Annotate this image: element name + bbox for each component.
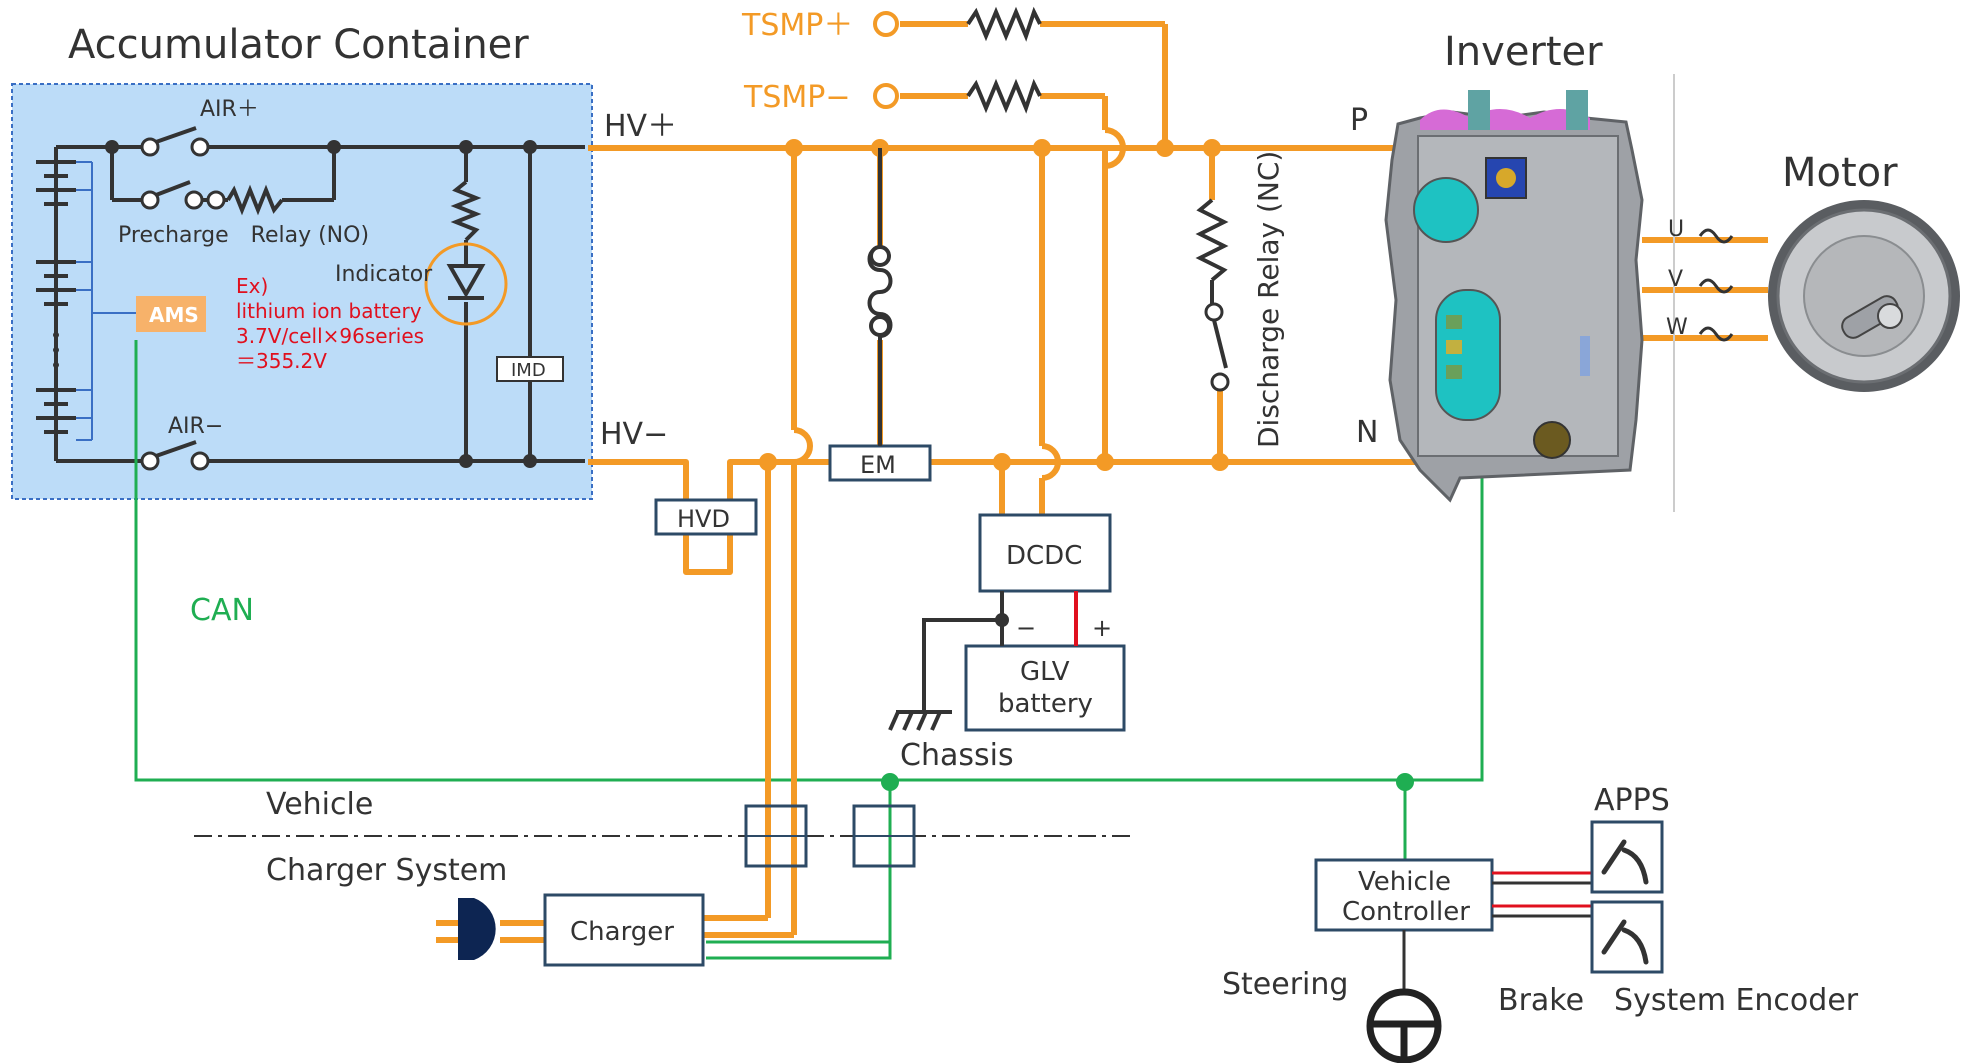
battery-note-line1: Ex) — [236, 274, 268, 298]
battery-stack-icon — [36, 160, 76, 434]
inverter-n-label: N — [1356, 415, 1378, 450]
cell-sense-lines — [76, 161, 136, 441]
steering-wheel-icon — [1366, 988, 1442, 1063]
can-label: CAN — [190, 593, 254, 628]
phase-w-label: W — [1666, 315, 1688, 340]
tsmp-minus-label: TSMP− — [743, 80, 850, 115]
ac-wave-icons — [1698, 228, 1734, 342]
charger-plug-icon — [458, 898, 496, 960]
hv-minus-label: HV− — [600, 417, 668, 452]
charger-box — [543, 893, 705, 967]
ams-label: AMS — [149, 303, 199, 327]
glv-battery-box — [964, 644, 1126, 732]
indicator-led-icon — [424, 242, 508, 326]
glv-battery-label-2: battery — [998, 689, 1093, 719]
air-plus-label: AIR＋ — [200, 97, 259, 122]
vehicle-controller-label-2: Controller — [1342, 897, 1470, 927]
discharge-resistor — [1195, 198, 1229, 282]
accumulator-container-box — [11, 83, 593, 500]
battery-note-line4: ＝355.2V — [236, 349, 327, 373]
precharge-switch — [140, 180, 226, 210]
tsmp-minus-resistor — [966, 78, 1042, 114]
discharge-relay-switch — [1204, 280, 1230, 392]
ams-box — [136, 296, 206, 332]
charger-system-label: Charger System — [266, 853, 507, 888]
imd-box — [496, 356, 564, 382]
battery-dots — [53, 332, 59, 368]
hvd-label: HVD — [677, 505, 730, 533]
motor-title: Motor — [1782, 150, 1898, 196]
tsmp-plus-resistor — [966, 6, 1042, 42]
precharge-resistor — [226, 184, 284, 216]
inverter-unit-icon — [1384, 90, 1644, 503]
dcdc-box — [978, 513, 1112, 593]
air-plus-switch — [140, 126, 210, 157]
apps-sensor-box — [1590, 820, 1664, 894]
inverter-title: Inverter — [1444, 29, 1603, 75]
indicator-resistor — [450, 180, 482, 242]
brake-sensor-box — [1590, 900, 1664, 974]
battery-note-line2: lithium ion battery — [236, 299, 422, 323]
apps-pedal-icon — [1601, 839, 1649, 885]
apps-label: APPS — [1594, 783, 1670, 818]
inverter-p-label: P — [1350, 103, 1368, 138]
accumulator-container-title: Accumulator Container — [68, 22, 529, 68]
motor-icon — [1768, 200, 1960, 392]
indicator-label: Indicator — [335, 262, 433, 287]
container-junctions — [105, 140, 537, 468]
tsmp-plus-terminal — [873, 11, 899, 37]
precharge-relay-label: Precharge Relay (NO) — [118, 223, 369, 248]
tsmp-plus-label: TSMP＋ — [741, 8, 853, 43]
charger-label: Charger — [570, 917, 674, 947]
em-label: EM — [860, 451, 896, 479]
phase-u-label: U — [1668, 217, 1684, 242]
glv-battery-label-1: GLV — [1020, 657, 1070, 687]
chassis-label: Chassis — [900, 738, 1014, 773]
vehicle-controller-box — [1314, 858, 1494, 932]
phase-v-label: V — [1668, 267, 1683, 292]
hv-plus-label: HV＋ — [604, 109, 677, 144]
dcdc-label: DCDC — [1006, 541, 1082, 571]
battery-note-line3: 3.7V/cell×96series — [236, 324, 424, 348]
can-junctions — [881, 773, 1414, 791]
air-minus-switch — [140, 440, 210, 471]
steering-label: Steering — [1222, 967, 1348, 1002]
vehicle-controller-label-1: Vehicle — [1358, 867, 1451, 897]
discharge-relay-label: Discharge Relay (NC) — [1252, 151, 1285, 448]
glv-minus-label: − — [1016, 614, 1036, 642]
vehicle-label: Vehicle — [266, 787, 373, 822]
hvd-box — [654, 498, 758, 536]
brake-pedal-icon — [1601, 919, 1649, 965]
glv-ground-junction — [995, 613, 1009, 627]
tsmp-minus-terminal — [873, 83, 899, 109]
sensor-signal-wires — [1492, 871, 1592, 918]
brake-system-encoder-label: Brake System Encoder — [1498, 983, 1859, 1018]
glv-ground-wiring — [888, 591, 1004, 731]
fuse-icon — [867, 148, 893, 446]
glv-plus-label: + — [1092, 614, 1112, 642]
air-minus-label: AIR− — [168, 414, 223, 439]
hv-junctions — [759, 139, 1229, 471]
can-bus-wire — [134, 340, 1484, 960]
imd-label: IMD — [511, 360, 546, 381]
